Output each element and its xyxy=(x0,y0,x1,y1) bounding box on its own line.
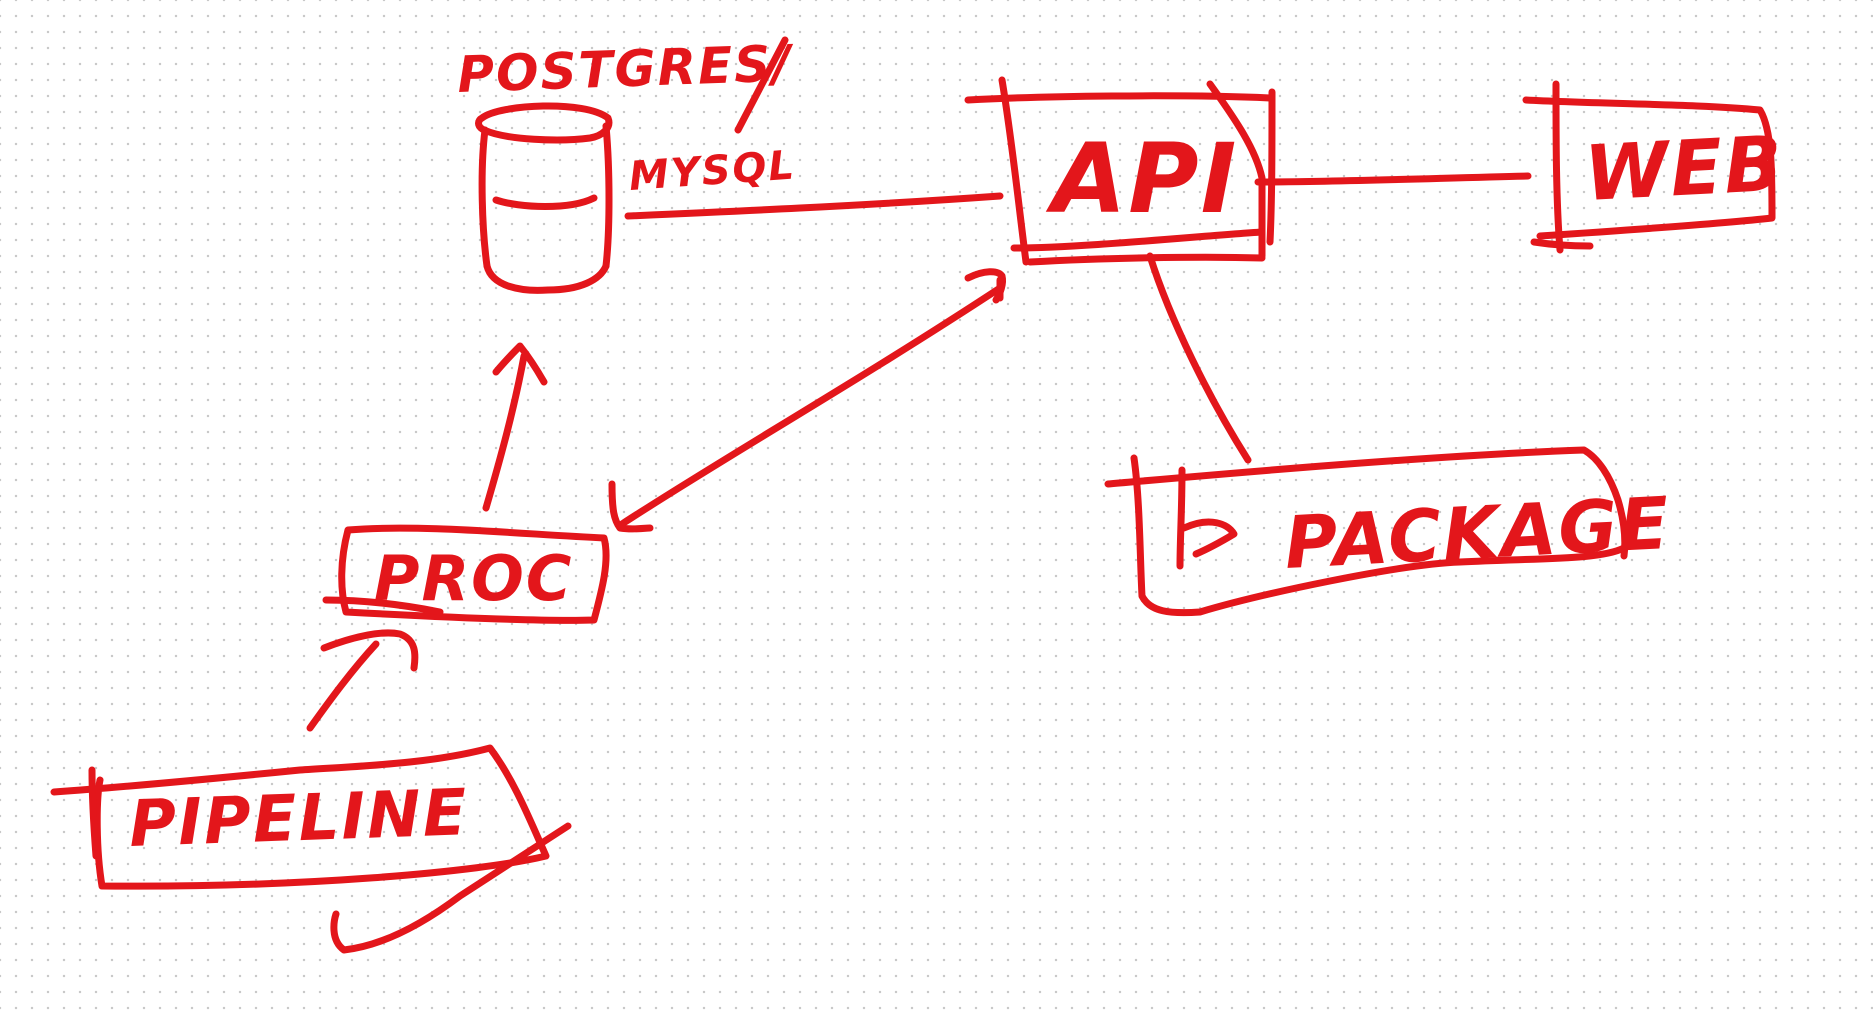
api-node: API xyxy=(964,76,1276,266)
package-node: PACKAGE xyxy=(1104,446,1673,617)
pipeline-node: PIPELINE xyxy=(50,744,572,954)
connection-pipeline-to-proc-arrow xyxy=(306,629,419,732)
proc-node: PROC xyxy=(322,524,610,624)
connection-api-to-package xyxy=(1146,252,1252,464)
database-cylinder-icon xyxy=(475,102,613,294)
connection-proc-to-db-arrow xyxy=(482,342,548,512)
proc-label: PROC xyxy=(374,542,573,615)
web-node: WEB xyxy=(1522,80,1786,254)
connection-proc-api-double-arrow xyxy=(608,268,1006,533)
package-label: PACKAGE xyxy=(1282,481,1672,585)
database-node: POSTGRES/ MYSQL xyxy=(456,34,797,294)
connection-api-to-web xyxy=(1254,172,1532,186)
database-label-top: POSTGRES/ xyxy=(456,34,795,104)
api-label: API xyxy=(1045,123,1238,235)
web-label: WEB xyxy=(1582,119,1786,218)
pipeline-label: PIPELINE xyxy=(128,776,470,862)
connection-db-to-api xyxy=(624,192,1004,220)
database-label-bottom: MYSQL xyxy=(627,142,797,200)
